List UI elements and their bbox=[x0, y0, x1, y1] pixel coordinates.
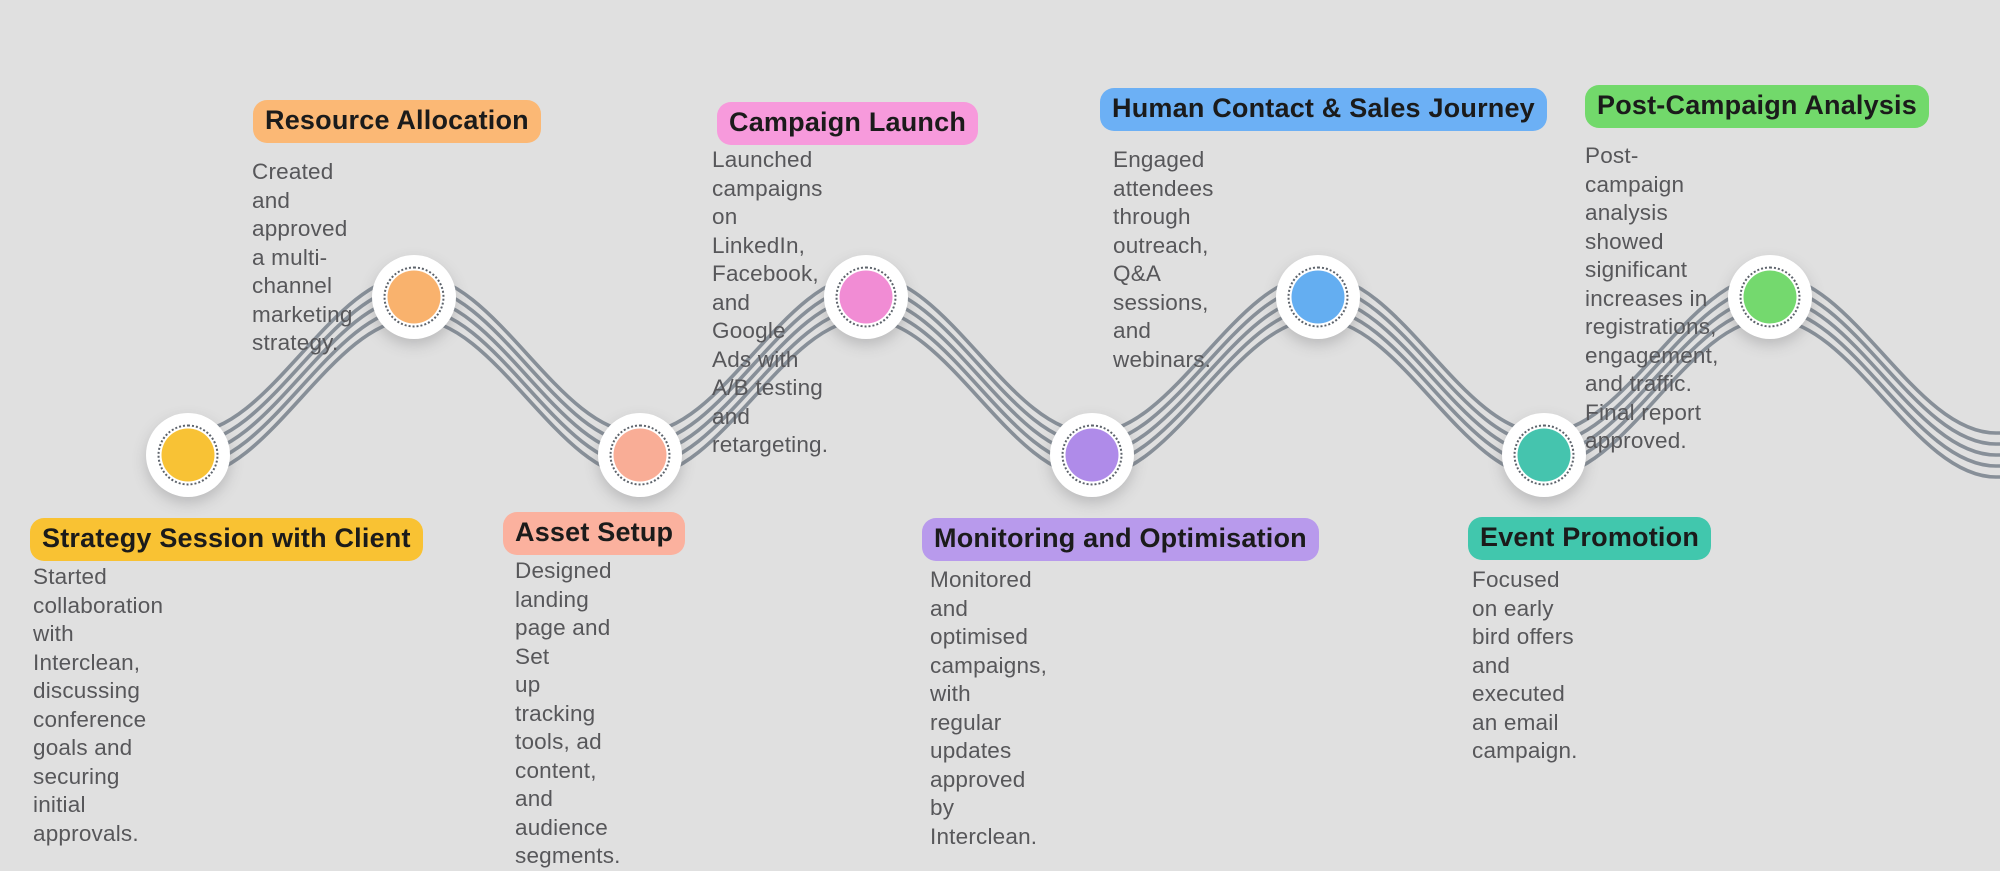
node-dot bbox=[613, 428, 667, 482]
milestone-description: Created and approved a multi- channel ma… bbox=[252, 159, 353, 355]
milestone-node-post-campaign-analysis bbox=[1728, 255, 1812, 339]
milestone-node-monitoring-and-optimisation bbox=[1050, 413, 1134, 497]
node-dotted-ring bbox=[1287, 266, 1349, 328]
milestone-title-pill: Resource Allocation bbox=[253, 100, 541, 143]
milestone-description: Post-campaign analysis showed significan… bbox=[1585, 143, 1719, 453]
milestone-node-campaign-launch bbox=[824, 255, 908, 339]
node-dotted-ring bbox=[1739, 266, 1801, 328]
milestone-title-pill: Post-Campaign Analysis bbox=[1585, 85, 1929, 128]
milestone-title-pill: Event Promotion bbox=[1468, 517, 1712, 560]
node-dot bbox=[1517, 428, 1571, 482]
node-dot bbox=[1291, 270, 1345, 324]
node-dotted-ring bbox=[383, 266, 445, 328]
node-dotted-ring bbox=[1061, 424, 1123, 486]
milestone-description: Designed landing page and Set up trackin… bbox=[515, 558, 621, 868]
node-dotted-ring bbox=[835, 266, 897, 328]
milestone-node-human-contact-sales-journey bbox=[1276, 255, 1360, 339]
node-dotted-ring bbox=[157, 424, 219, 486]
milestone-node-strategy-session-with-client bbox=[146, 413, 230, 497]
milestone-description: Started collaboration with Interclean, d… bbox=[33, 564, 164, 846]
node-dot bbox=[1743, 270, 1797, 324]
node-dot bbox=[1065, 428, 1119, 482]
milestone-title-pill: Campaign Launch bbox=[717, 102, 979, 145]
node-dotted-ring bbox=[609, 424, 671, 486]
milestone-title-pill: Monitoring and Optimisation bbox=[922, 518, 1319, 561]
node-dotted-ring bbox=[1513, 424, 1575, 486]
node-dot bbox=[161, 428, 215, 482]
milestone-description: Engaged attendees through outreach, Q&A … bbox=[1113, 147, 1214, 372]
milestone-node-event-promotion bbox=[1502, 413, 1586, 497]
node-dot bbox=[387, 270, 441, 324]
milestone-title-pill: Asset Setup bbox=[503, 512, 686, 555]
milestone-description: Launched campaigns on LinkedIn, Facebook… bbox=[712, 147, 829, 457]
milestone-node-resource-allocation bbox=[372, 255, 456, 339]
node-dot bbox=[839, 270, 893, 324]
milestone-title-pill: Strategy Session with Client bbox=[30, 518, 423, 561]
milestone-title-pill: Human Contact & Sales Journey bbox=[1100, 88, 1547, 131]
milestone-description: Monitored and optimised campaigns, with … bbox=[930, 567, 1048, 849]
milestone-node-asset-setup bbox=[598, 413, 682, 497]
milestone-description: Focused on early bird offers and execute… bbox=[1472, 567, 1578, 763]
